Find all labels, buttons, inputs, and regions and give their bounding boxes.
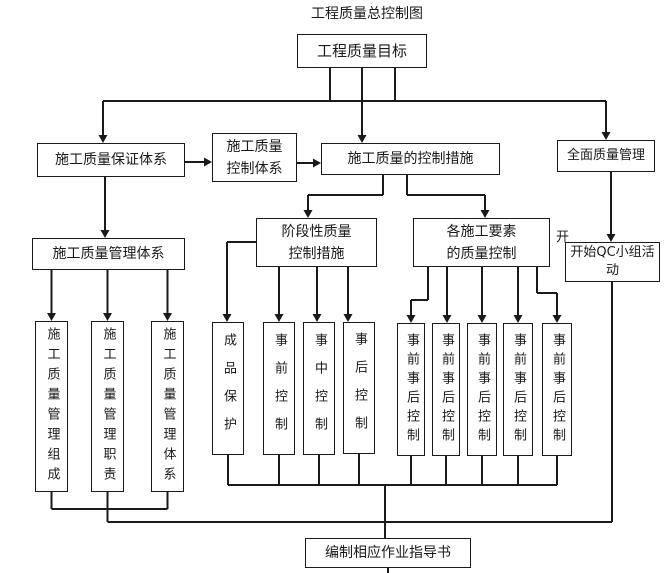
arrowhead-icon bbox=[480, 210, 490, 218]
node-pre-control: 事前控制 bbox=[263, 322, 295, 455]
arrowhead-icon bbox=[47, 313, 56, 321]
arrowhead-icon bbox=[313, 158, 321, 168]
node-pre-post-control-2: 事前事后控制 bbox=[432, 323, 460, 456]
arrowhead-icon bbox=[552, 315, 562, 323]
node-mgmt-duties: 施工质量管理职责 bbox=[91, 321, 124, 492]
node-mgmt-composition: 施工质量管理组成 bbox=[35, 321, 68, 492]
arrowhead-icon bbox=[406, 315, 416, 323]
overflow-text: 开 bbox=[556, 230, 570, 245]
arrowhead-icon bbox=[606, 234, 616, 242]
node-pre-post-control-4: 事前事后控制 bbox=[503, 323, 533, 456]
node-pre-post-control-1: 事前事后控制 bbox=[397, 323, 425, 456]
diagram-title: 工程质量总控制图 bbox=[311, 6, 423, 22]
arrowhead-icon bbox=[312, 314, 322, 322]
node-finished-product-protection: 成品保护 bbox=[212, 322, 244, 455]
node-project-quality-goal: 工程质量目标 bbox=[297, 34, 427, 68]
node-label-line2: 控制措施 bbox=[288, 245, 345, 262]
node-label-line2: 控制体系 bbox=[226, 160, 283, 177]
arrowhead-icon bbox=[274, 314, 284, 322]
node-quality-control-measures: 施工质量的控制措施 bbox=[321, 143, 500, 175]
node-quality-control-system: 施工质量 控制体系 bbox=[212, 133, 297, 182]
node-quality-management-system: 施工质量管理体系 bbox=[32, 238, 185, 270]
arrowhead-icon bbox=[477, 315, 487, 323]
node-qc-group-activity: 开始QC小组活 动 bbox=[565, 242, 660, 282]
arrowhead-icon bbox=[103, 313, 112, 321]
arrowhead-icon bbox=[513, 315, 523, 323]
node-in-process-control: 事中控制 bbox=[303, 322, 335, 455]
node-construction-factors-control: 各施工要素 的质量控制 bbox=[413, 218, 550, 267]
arrowhead-icon bbox=[100, 230, 110, 238]
arrowhead-icon bbox=[98, 135, 108, 143]
node-label-line2: 动 bbox=[605, 263, 619, 278]
arrowhead-icon bbox=[442, 315, 452, 323]
node-quality-assurance-system: 施工质量保证体系 bbox=[37, 143, 185, 177]
node-mgmt-system-column: 施工质量管理体系 bbox=[151, 321, 184, 492]
node-work-instruction-book: 编制相应作业指导书 bbox=[305, 538, 471, 568]
arrowhead-icon bbox=[343, 314, 353, 322]
arrowhead-icon bbox=[222, 314, 232, 322]
node-label-line2: 的质量控制 bbox=[446, 245, 517, 262]
node-post-control: 事后控制 bbox=[343, 322, 375, 454]
node-label-line1: 各施工要素 bbox=[446, 223, 517, 240]
arrowhead-icon bbox=[204, 157, 212, 167]
node-label-line1: 施工质量 bbox=[226, 138, 283, 155]
node-stage-quality-measures: 阶段性质量 控制措施 bbox=[256, 218, 377, 267]
arrowhead-icon bbox=[357, 135, 367, 143]
node-pre-post-control-3: 事前事后控制 bbox=[467, 323, 497, 456]
node-total-quality-management: 全面质量管理 bbox=[557, 140, 655, 172]
node-label-line1: 开始QC小组活 bbox=[570, 245, 655, 260]
node-label-line1: 阶段性质量 bbox=[281, 223, 352, 240]
arrowhead-icon bbox=[303, 210, 313, 218]
arrowhead-icon bbox=[163, 313, 172, 321]
arrowhead-icon bbox=[601, 132, 611, 140]
node-pre-post-control-5: 事前事后控制 bbox=[542, 323, 572, 456]
